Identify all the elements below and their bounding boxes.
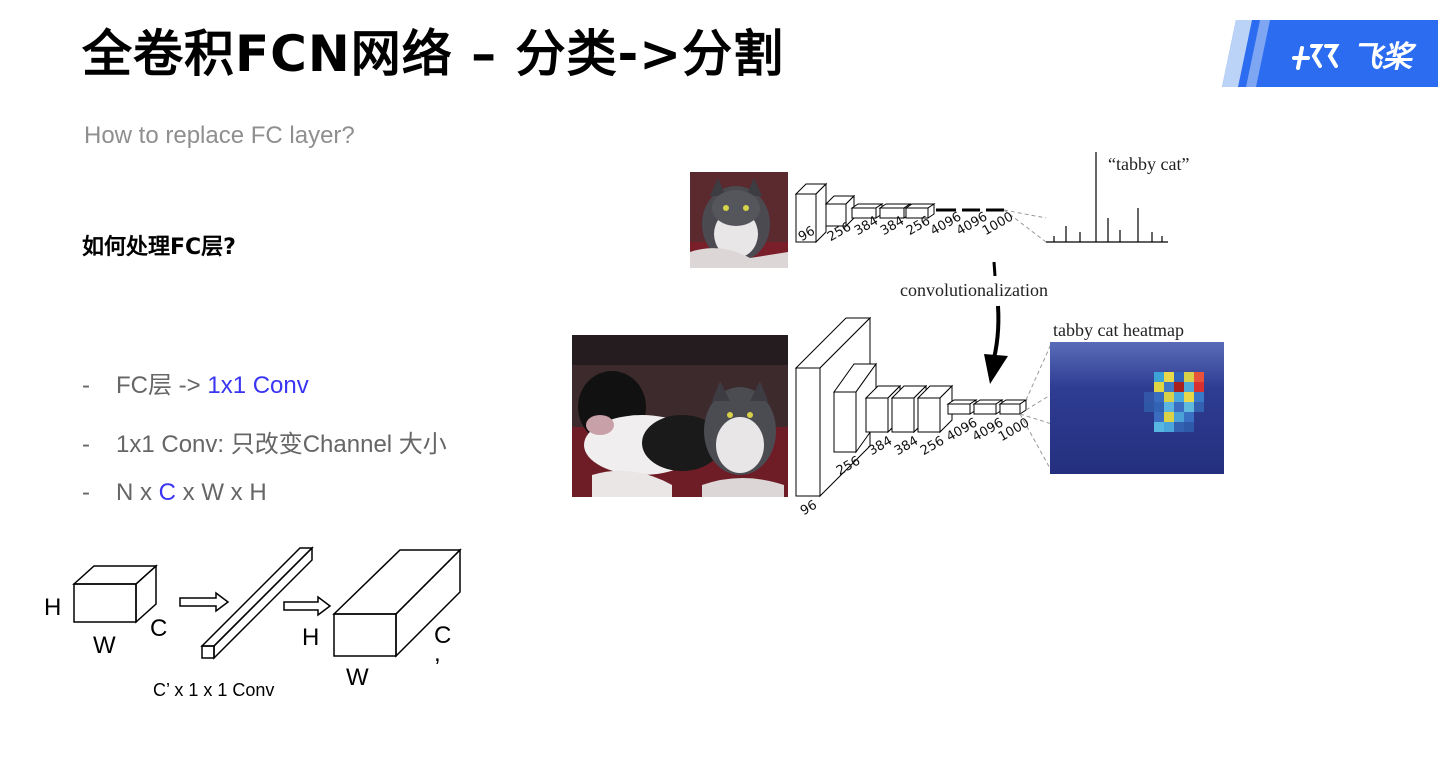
label-w-output: W <box>346 664 369 691</box>
subtitle: How to replace FC layer? <box>84 122 355 149</box>
bullet-text: FC层 -> <box>116 372 208 399</box>
bullet-text-suffix: x W x H <box>176 479 267 506</box>
label-w-input: W <box>93 632 116 659</box>
bullet-dash: - <box>82 479 90 506</box>
tabby-cat-photo <box>690 172 788 268</box>
question-heading: 如何处理FC层? <box>82 235 236 260</box>
label-h-input: H <box>44 594 62 621</box>
tabby-cat-heatmap <box>1050 342 1224 474</box>
bullet-dash: - <box>82 372 90 399</box>
bullet-text: 1x1 Conv: 只改变Channel 大小 <box>116 431 447 458</box>
cat-dog-photo <box>572 335 788 497</box>
bullet-item: -N x C x W x H <box>82 479 267 507</box>
heatmap-title: tabby cat heatmap <box>1053 320 1184 340</box>
label-c-output: C <box>434 622 452 649</box>
convolutionalization-label: convolutionalization <box>900 280 1048 301</box>
label-h-output: H <box>302 624 320 651</box>
bullet-text: N x <box>116 479 159 506</box>
fcn-network-diagram <box>794 316 1053 498</box>
conv-kernel-bar <box>200 546 314 660</box>
right-arrow-icon <box>283 595 332 617</box>
right-arrow-icon <box>179 591 230 613</box>
cnn-classifier-diagram <box>794 152 1168 244</box>
label-c-output-prime: , <box>434 640 441 667</box>
paddle-logo-icon <box>1292 44 1340 70</box>
conv-1x1-diagram <box>72 546 462 660</box>
bullet-highlight: 1x1 Conv <box>207 372 309 399</box>
logo-text: 飞桨 <box>1352 40 1412 75</box>
label-c-input: C <box>150 615 168 642</box>
input-cube <box>72 564 158 624</box>
conv-caption: C’ x 1 x 1 Conv <box>153 680 275 700</box>
bullet-highlight: C <box>158 479 177 506</box>
tabby-cat-label: “tabby cat” <box>1108 154 1190 174</box>
down-arrow-icon <box>984 261 1008 384</box>
output-cube <box>332 548 462 658</box>
bullet-item: -1x1 Conv: 只改变Channel 大小 <box>82 424 447 459</box>
bullet-item: -FC层 -> 1x1 Conv <box>82 365 309 400</box>
page-title: 全卷积FCN网络 – 分类->分割 <box>82 25 785 83</box>
bullet-dash: - <box>82 431 90 458</box>
